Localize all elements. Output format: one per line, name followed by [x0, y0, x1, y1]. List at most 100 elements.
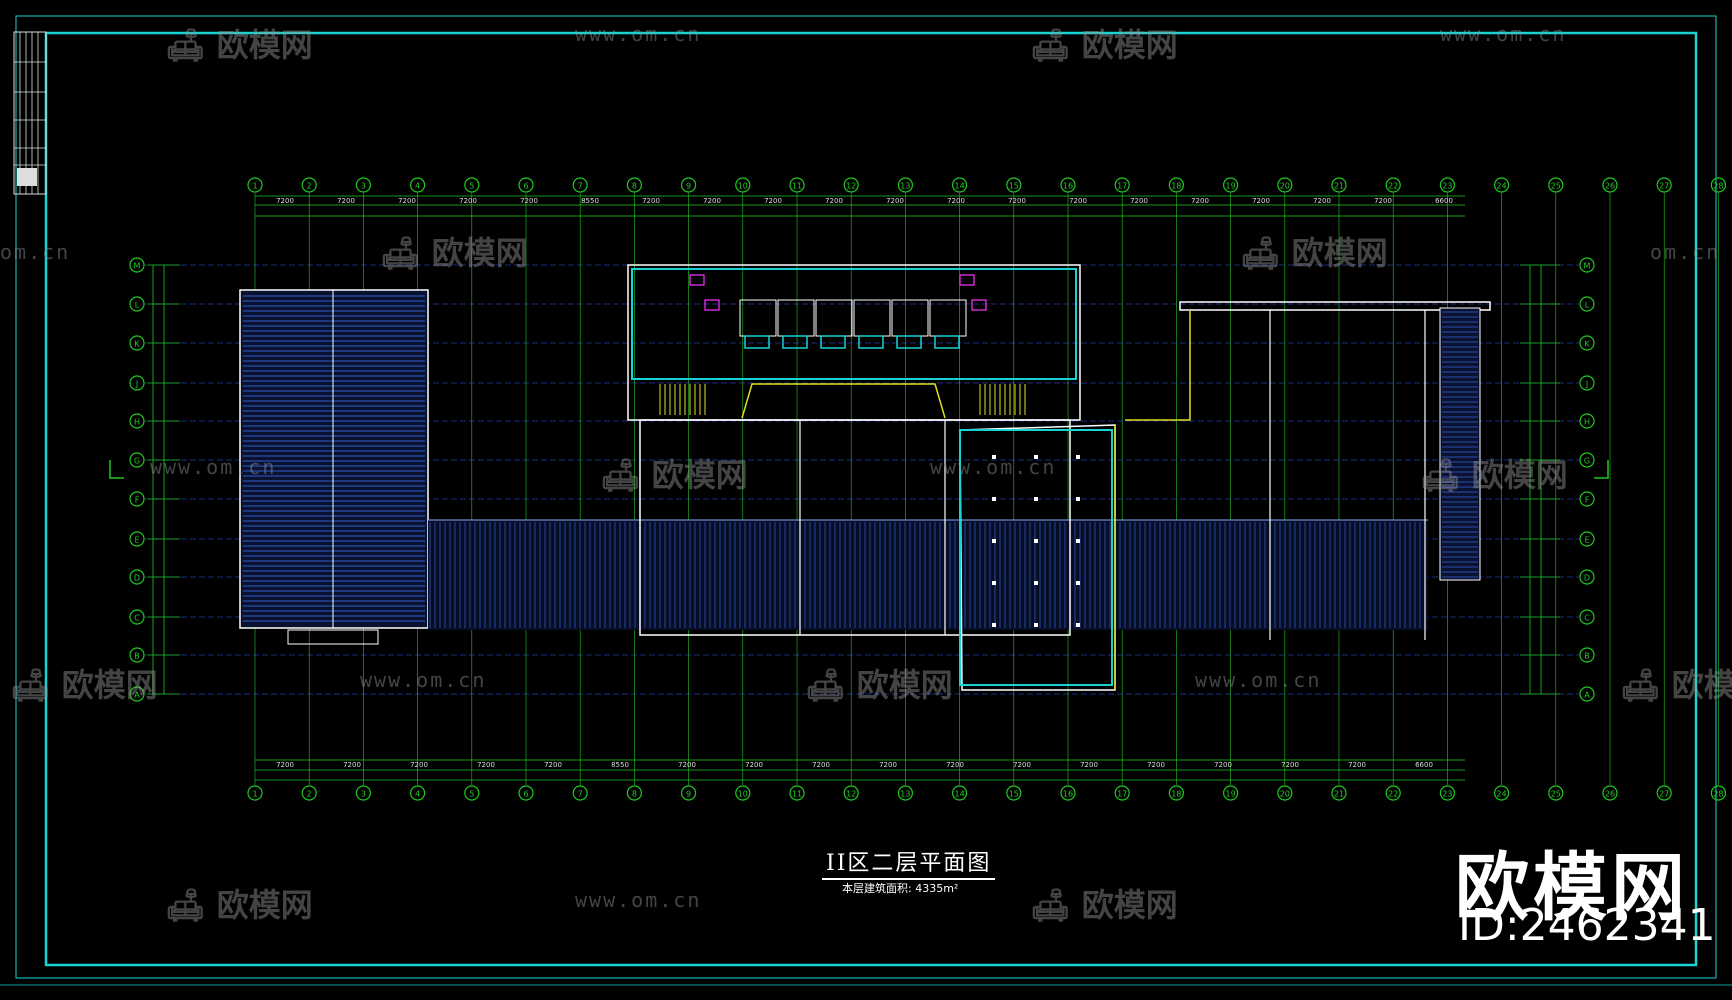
- room-fixture: [858, 335, 884, 349]
- axis-bubble-top-label: 6: [523, 182, 528, 191]
- grid-axes: 1122334455667788991010111112121313141415…: [129, 177, 1727, 801]
- section-marker-left: [109, 460, 124, 479]
- axis-bubble-right: [1579, 296, 1595, 312]
- axis-bubble-bottom: [464, 785, 480, 801]
- room-cell: [853, 299, 891, 337]
- dimension-text-top: 7200: [1008, 197, 1026, 205]
- axis-bubble-top-label: 24: [1497, 182, 1507, 191]
- section-marker-right: [1594, 460, 1609, 479]
- dimension-text-top: 7200: [1130, 197, 1148, 205]
- axis-bubble-right: [1579, 452, 1595, 468]
- axis-bubble-top-label: 28: [1713, 182, 1723, 191]
- axis-bubble-bottom-label: 6: [523, 790, 528, 799]
- axis-bubble-left: [129, 686, 145, 702]
- axis-bubble-top-label: 9: [686, 182, 691, 191]
- dimension-text-top: 7200: [825, 197, 843, 205]
- axis-bubble-bottom-label: 26: [1605, 790, 1615, 799]
- axis-bubble-right-label: K: [1584, 340, 1590, 349]
- axis-bubble-top: [1439, 177, 1456, 193]
- dimension-text-top: 8550: [581, 197, 599, 205]
- axis-bubble-bottom-label: 24: [1497, 790, 1507, 799]
- axis-bubble-right-label: B: [1584, 652, 1590, 661]
- watermark-logo: 🛋 欧模网: [1240, 234, 1388, 272]
- axis-bubble-bottom-label: 11: [792, 790, 802, 799]
- axis-bubble-bottom-label: 15: [1009, 790, 1019, 799]
- axis-bubble-left: [129, 335, 145, 351]
- axis-bubble-bottom-label: 21: [1334, 790, 1344, 799]
- dimension-text-top: 7200: [520, 197, 538, 205]
- room-fixture: [820, 335, 846, 349]
- axis-bubble-bottom: [735, 785, 751, 801]
- axis-bubble-top-label: 17: [1117, 182, 1127, 191]
- axis-bubble-left: [129, 609, 145, 625]
- axis-bubble-top-label: 2: [307, 182, 312, 191]
- axis-bubble-bottom: [1277, 785, 1293, 801]
- watermark-logo: 🛋 欧模网: [1030, 26, 1178, 64]
- watermark-logo: 🛋 欧模网: [1420, 456, 1568, 494]
- axis-bubble-right-label: D: [1584, 574, 1590, 583]
- dimension-text-bottom: 6600: [1415, 761, 1433, 769]
- axis-bubble-left: [129, 375, 145, 391]
- axis-bubble-left-label: F: [135, 496, 140, 505]
- watermark-logo: 🛋 欧模网: [805, 666, 953, 704]
- axis-bubble-bottom: [572, 785, 588, 801]
- sanitary-fixture: [704, 299, 720, 311]
- dimension-text-bottom: 7200: [1147, 761, 1165, 769]
- axis-bubble-right-label: H: [1584, 418, 1590, 427]
- axis-bubble-top: [1656, 177, 1672, 193]
- axis-bubble-left-label: A: [134, 691, 140, 700]
- dimension-text-bottom: 7200: [1281, 761, 1299, 769]
- column-dot: [992, 455, 996, 459]
- drawing-frame: [0, 15, 1732, 986]
- axis-bubble-bottom: [410, 785, 426, 801]
- axis-bubble-bottom-label: 2: [307, 790, 312, 799]
- axis-bubble-left-label: M: [134, 262, 141, 271]
- axis-bubble-bottom-label: 18: [1171, 790, 1181, 799]
- column-dot: [1034, 581, 1038, 585]
- axis-bubble-right: [1579, 569, 1595, 585]
- axis-bubble-bottom: [355, 785, 371, 801]
- column-dot: [992, 497, 996, 501]
- axis-bubble-left: [129, 296, 145, 312]
- axis-bubble-top: [1602, 177, 1618, 193]
- axis-bubble-right: [1579, 335, 1595, 351]
- axis-bubble-top-label: 7: [578, 182, 583, 191]
- axis-bubble-top-label: 19: [1226, 182, 1236, 191]
- axis-bubble-bottom: [951, 785, 968, 801]
- dimension-text-bottom: 7200: [477, 761, 495, 769]
- axis-bubble-bottom-label: 25: [1551, 790, 1561, 799]
- dimension-text-bottom: 7200: [879, 761, 897, 769]
- axis-bubble-bottom-label: 23: [1442, 790, 1452, 799]
- axis-bubble-top: [789, 177, 805, 193]
- axis-bubble-right: [1579, 609, 1595, 625]
- dimension-text-top: 7200: [886, 197, 904, 205]
- dimension-text-top: 7200: [1069, 197, 1087, 205]
- column-dot: [992, 539, 996, 543]
- axis-bubble-top: [897, 177, 914, 193]
- watermark-url: www.om.cn: [150, 455, 277, 479]
- axis-bubble-top: [1060, 177, 1076, 193]
- axis-bubble-top-label: 1: [252, 182, 257, 191]
- axis-bubble-left-label: L: [135, 301, 140, 310]
- corridor-band: [428, 520, 1428, 630]
- axis-bubble-bottom: [518, 785, 534, 801]
- axis-bubble-top: [951, 177, 968, 193]
- dimension-text-bottom: 7200: [276, 761, 294, 769]
- watermark-url: om.cn: [0, 240, 71, 264]
- axis-bubble-top: [1385, 177, 1401, 193]
- axis-bubble-right-label: A: [1584, 691, 1590, 700]
- dimension-text-top: 7200: [1374, 197, 1392, 205]
- axis-bubble-right: [1579, 491, 1595, 507]
- column-dot: [1034, 623, 1038, 627]
- axis-bubble-bottom: [789, 785, 805, 801]
- room-cell: [815, 299, 853, 337]
- axis-bubble-bottom-label: 1: [252, 790, 257, 799]
- axis-bubble-bottom-label: 28: [1713, 790, 1723, 799]
- title-block-mark: [17, 168, 37, 186]
- axis-bubble-bottom: [897, 785, 914, 801]
- room-fixture: [782, 335, 808, 349]
- axis-bubble-bottom: [1114, 785, 1130, 801]
- right-roof-edge: [1179, 301, 1491, 311]
- mid-frame: [639, 419, 1071, 636]
